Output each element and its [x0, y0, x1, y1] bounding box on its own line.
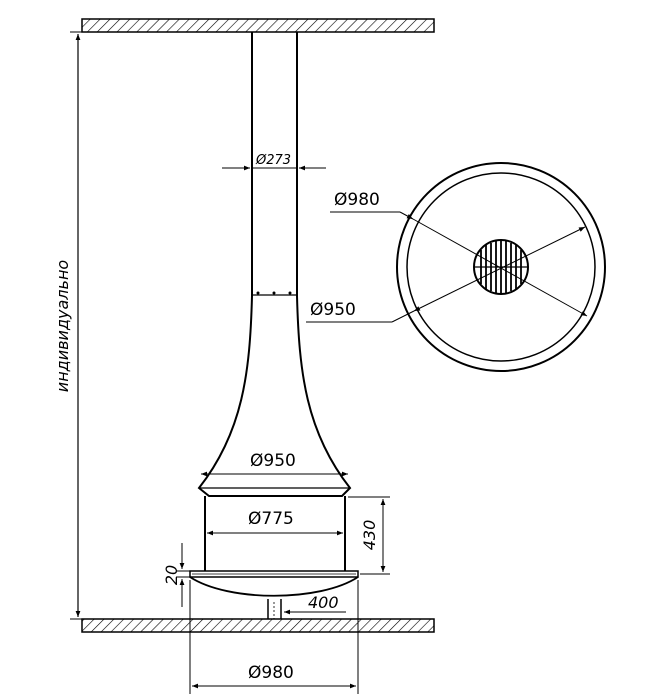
base-offset-label: 400: [308, 593, 339, 612]
top-view: Ø980 Ø950: [306, 162, 606, 372]
top-view-outer-circle: [396, 162, 606, 372]
height-label: индивидуально: [53, 260, 72, 393]
hood-diameter-label: Ø950: [250, 451, 296, 471]
overall-height-dimension: индивидуально: [53, 31, 96, 620]
flue-diameter-dimension: Ø273: [222, 153, 326, 171]
base-bowl: [189, 570, 359, 619]
body-diameter-dimension: Ø775: [207, 509, 343, 536]
flue-diameter-label: Ø273: [255, 153, 291, 168]
bottom-diameter-dimension: Ø980: [189, 580, 359, 694]
top-view-inner-circle: [406, 172, 596, 362]
top-view-flue-grate: [473, 239, 529, 295]
base-height-label: 20: [162, 565, 181, 585]
base-offset-dimension: 400: [284, 593, 346, 615]
body-height-dimension: 430: [348, 496, 390, 575]
body-diameter-label: Ø775: [248, 509, 294, 529]
floor-slab: [81, 618, 435, 633]
top-view-outer-diameter-label: Ø980: [334, 190, 380, 210]
flue-pipe: [251, 32, 298, 296]
ceiling-slab: [81, 18, 435, 33]
top-view-inner-diameter-label: Ø950: [310, 300, 356, 320]
hood: [197, 295, 352, 497]
body-height-label: 430: [360, 520, 379, 551]
bottom-diameter-label: Ø980: [248, 663, 294, 683]
firebox-body: [204, 496, 346, 572]
base-height-dimension: 20: [162, 543, 190, 607]
hood-diameter-dimension: Ø950: [201, 451, 348, 477]
